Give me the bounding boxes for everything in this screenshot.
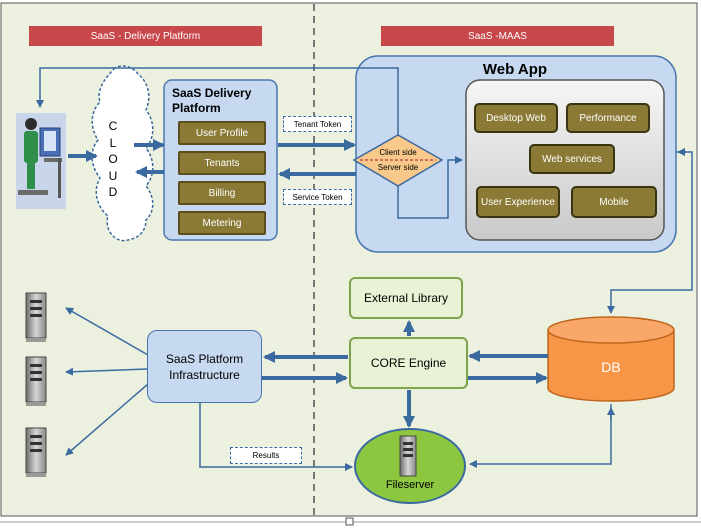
infra-to-server-arrow: [65, 307, 149, 356]
metering-module[interactable]: Metering: [178, 211, 266, 235]
mobile-module[interactable]: Mobile: [571, 186, 657, 218]
tenant-token-label: Tenant Token: [283, 116, 352, 132]
db-cylinder: [547, 316, 675, 402]
webapp-to-db-connector: [607, 151, 693, 314]
cloud-letter: C: [108, 119, 118, 133]
desktop-web-module[interactable]: Desktop Web: [474, 103, 558, 133]
server-icon: [25, 292, 47, 342]
resize-handle[interactable]: [345, 517, 354, 526]
diamond-to-webapp-connector: [397, 156, 463, 219]
web-app-title: Web App: [482, 60, 548, 78]
billing-module[interactable]: Billing: [178, 181, 266, 205]
client-side-label: Client side: [379, 148, 417, 157]
user-icon: [16, 113, 66, 209]
infra-to-server-arrow: [65, 383, 149, 456]
cloud-letter: D: [108, 185, 118, 199]
core-engine-box[interactable]: CORE Engine: [349, 337, 468, 389]
db-label: DB: [601, 359, 621, 375]
server-icon: [25, 356, 47, 406]
delivery-platform-banner: SaaS - Delivery Platform: [29, 26, 262, 46]
cloud-label: C L O U D: [105, 118, 121, 201]
server-side-label: Server side: [377, 163, 419, 172]
fileserver-label: Fileserver: [385, 479, 435, 491]
results-label: Results: [230, 447, 302, 464]
user-experience-module[interactable]: User Experience: [476, 186, 560, 218]
infra-to-fileserver-connector: [199, 403, 353, 471]
web-services-module[interactable]: Web services: [529, 144, 615, 174]
infrastructure-box[interactable]: SaaS Platform Infrastructure: [147, 330, 262, 403]
cloud-letter: U: [108, 168, 118, 183]
fileserver-server-icon: [399, 435, 417, 477]
delivery-platform-title: SaaS Delivery Platform: [172, 86, 252, 115]
cloud-letter: O: [108, 152, 118, 166]
server-icon: [25, 427, 47, 477]
cloud-shape: [91, 65, 154, 242]
external-library-box[interactable]: External Library: [349, 277, 463, 319]
db-to-fileserver-connector: [469, 404, 612, 468]
service-token-label: Service Token: [283, 189, 352, 205]
web-app-to-user-connector: [36, 67, 399, 135]
maas-banner: SaaS -MAAS: [381, 26, 614, 46]
infra-to-server-arrow: [65, 367, 149, 376]
cloud-letter: L: [109, 135, 117, 150]
tenants-module[interactable]: Tenants: [178, 151, 266, 175]
user-profile-module[interactable]: User Profile: [178, 121, 266, 145]
performance-module[interactable]: Performance: [566, 103, 650, 133]
